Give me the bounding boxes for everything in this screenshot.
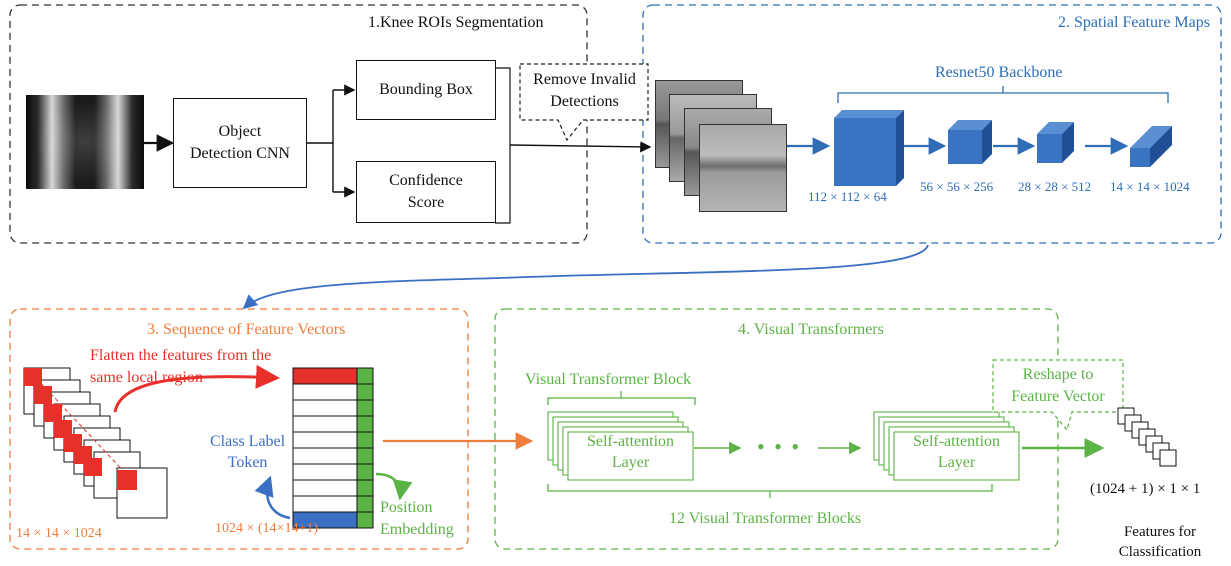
knee-roi-crop-4 [699, 124, 787, 212]
knee-xray-image [26, 95, 144, 189]
confidence-score-node: Confidence Score [356, 161, 496, 223]
class-line1: Class Label [210, 433, 286, 450]
feature-block-3 [1037, 122, 1074, 163]
self-attention-right: Self-attention Layer [894, 432, 1019, 474]
features-for-classification: Features for Classification [1110, 523, 1210, 562]
dim-label-2: 56 × 56 × 256 [920, 179, 994, 194]
section3-frame [9, 308, 469, 550]
section2-title: 2. Spatial Feature Maps [1058, 14, 1210, 31]
feature-block-1 [834, 110, 904, 186]
sequence-dim: 1024 × (14×14+1) [215, 521, 319, 536]
vt-block-label: Visual Transformer Block [525, 371, 692, 388]
confidence-line1: Confidence [389, 172, 463, 190]
bounding-box-label: Bounding Box [379, 81, 473, 99]
sequence-matrix [292, 367, 374, 529]
remove-line2: Detections [550, 92, 619, 110]
feature-map-dim: 14 × 14 × 1024 [16, 526, 102, 541]
section3-title: 3. Sequence of Feature Vectors [147, 321, 346, 338]
features-line2: Classification [1118, 543, 1202, 560]
class-token-label: Class Label Token [210, 432, 285, 474]
bounding-box-node: Bounding Box [356, 60, 496, 120]
section1-title: 1.Knee ROIs Segmentation [368, 14, 544, 31]
reshape-callout: Reshape to Feature Vector [995, 364, 1121, 407]
output-dim: (1024 + 1) × 1 × 1 [1090, 481, 1201, 497]
vt-stack-right [873, 411, 1020, 481]
remove-line1: Remove Invalid [533, 71, 636, 88]
backbone-label: Resnet50 Backbone [935, 64, 1063, 81]
dim-label-3: 28 × 28 × 512 [1018, 179, 1092, 194]
detector-label-line2: Detection CNN [190, 145, 290, 162]
feature-block-4 [1130, 126, 1172, 167]
pos-line2: Embedding [380, 520, 454, 538]
section2-frame [642, 4, 1222, 244]
sa-right-line1: Self-attention [912, 433, 1001, 450]
section1-frame [9, 4, 588, 244]
output-vector-stack [1117, 407, 1177, 467]
flatten-annotation: Flatten the features from the same local… [90, 345, 271, 388]
feature-map-highlights [24, 368, 137, 490]
sa-left-line1: Self-attention [586, 433, 675, 450]
remove-invalid-callout: Remove Invalid Detections [523, 69, 646, 112]
object-detection-cnn-box: Object Detection CNN [173, 98, 307, 188]
reshape-line2: Feature Vector [1011, 387, 1105, 405]
section4-title: 4. Visual Transformers [738, 321, 884, 338]
ellipsis-dots: • • • [757, 434, 802, 459]
vt-stack-left [547, 411, 694, 481]
twelve-blocks-label: 12 Visual Transformer Blocks [669, 510, 862, 527]
reshape-line1: Reshape to [1022, 366, 1094, 383]
self-attention-left: Self-attention Layer [568, 432, 693, 474]
flatten-line1: Flatten the features from the [90, 347, 272, 364]
detector-label-line1: Object [218, 123, 262, 141]
sa-left-line2: Layer [611, 453, 650, 471]
confidence-line2: Score [407, 194, 445, 211]
class-line2: Token [227, 453, 268, 471]
pos-line1: Position [380, 499, 433, 516]
flatten-line2: same local region [90, 368, 203, 386]
sa-right-line2: Layer [937, 453, 976, 471]
feature-block-2 [948, 120, 992, 164]
dim-label-4: 14 × 14 × 1024 [1110, 179, 1190, 194]
dim-label-1: 112 × 112 × 64 [808, 189, 887, 204]
position-embedding-label: Position Embedding [380, 497, 454, 540]
features-line1: Features for [1123, 524, 1197, 540]
